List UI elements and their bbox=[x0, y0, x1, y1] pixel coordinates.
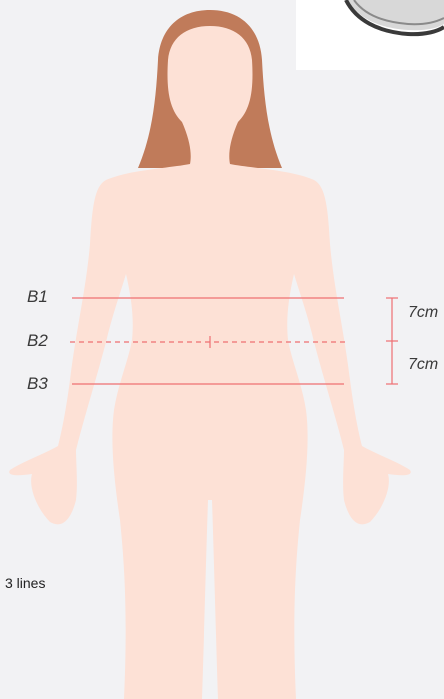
device-edge-graphic bbox=[296, 0, 444, 70]
dimension-bracket bbox=[386, 298, 398, 384]
caption: 3 lines bbox=[5, 575, 45, 591]
label-b3: B3 bbox=[27, 375, 48, 392]
spacing-label-lower: 7cm bbox=[408, 357, 438, 373]
inset-image bbox=[296, 0, 444, 70]
label-b2: B2 bbox=[27, 332, 48, 349]
label-b1: B1 bbox=[27, 288, 48, 305]
body-silhouette bbox=[9, 26, 411, 699]
spacing-label-upper: 7cm bbox=[408, 305, 438, 321]
